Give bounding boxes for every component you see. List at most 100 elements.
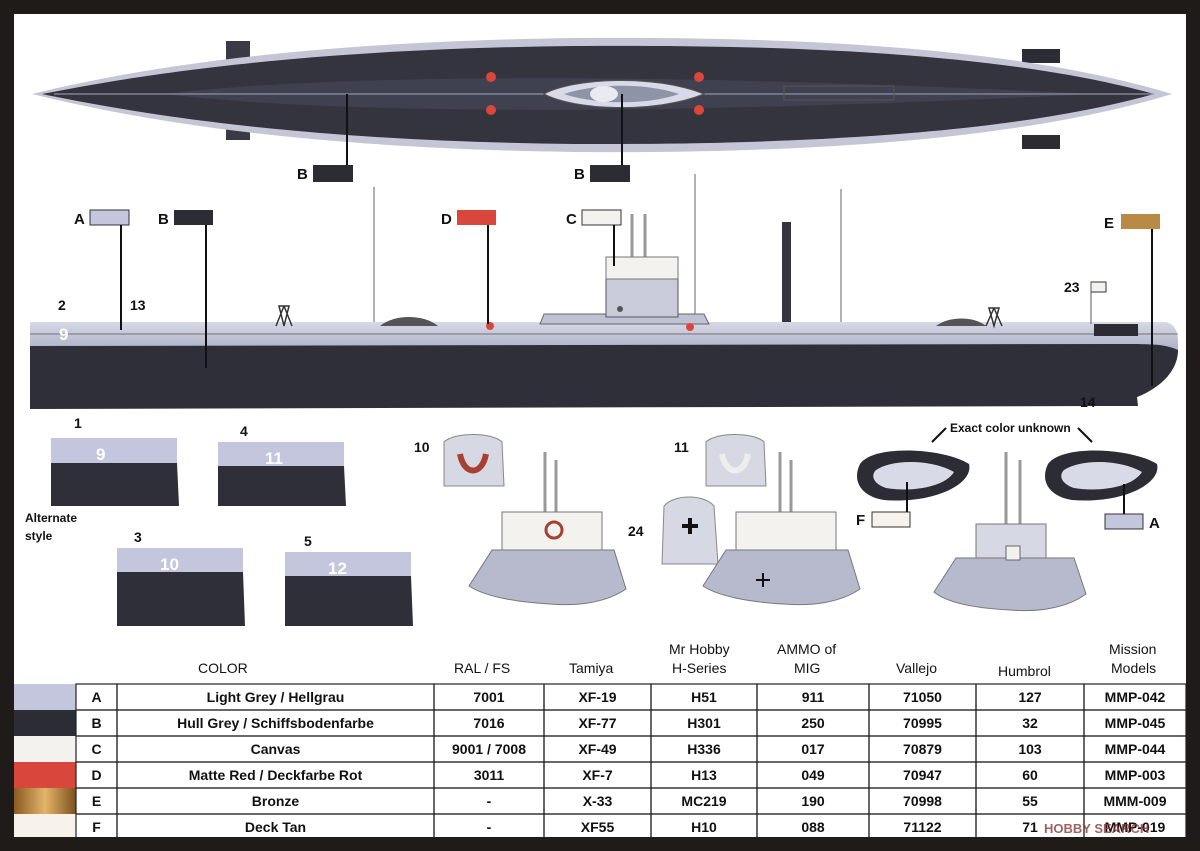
table-cell-humbrol: 103	[1018, 741, 1042, 757]
rudder	[1098, 370, 1138, 406]
table-cell-humbrol: 60	[1022, 767, 1038, 783]
table-cell-ral: 7016	[473, 715, 504, 731]
label-side-a: A	[74, 211, 85, 228]
top-hatch	[590, 86, 618, 102]
table-cell-ammo: 911	[802, 689, 825, 705]
num-10: 10	[414, 439, 430, 455]
swatch-side-b	[174, 210, 213, 225]
table-cell-name: Deck Tan	[245, 819, 306, 835]
red-marker-1	[486, 72, 496, 82]
table-cell-code: C	[91, 741, 101, 757]
side-hull-upper	[30, 322, 1178, 350]
table-cell-ral: -	[487, 819, 492, 835]
swatch-tower-f	[871, 511, 911, 528]
num-23: 23	[1064, 279, 1080, 295]
variant-3: 10 3	[117, 529, 245, 626]
num-11: 11	[674, 439, 689, 455]
table-cell-vallejo: 70879	[903, 741, 942, 757]
top-view: B B	[32, 37, 1172, 183]
detail-10: 10	[414, 434, 505, 487]
header-humbrol: Humbrol	[998, 663, 1051, 679]
num-24: 24	[628, 523, 644, 539]
table-cell-tamiya: XF-77	[578, 715, 616, 731]
table-cell-ammo: 250	[801, 715, 825, 731]
variant-5: 12 5	[285, 533, 413, 626]
table-cell-border	[1083, 813, 1186, 837]
table-cell-vallejo: 71122	[903, 819, 941, 835]
hull-number-main: 9	[59, 325, 68, 344]
bow-plane-bottom	[1022, 135, 1060, 149]
header-mrhobby-1: Mr Hobby	[669, 641, 730, 657]
table-cell-vallejo: 70998	[903, 793, 942, 809]
table-cell-mission: MMM-009	[1103, 793, 1166, 809]
side-view: 9 A B D C E 2 13 23 14	[30, 174, 1178, 410]
table-cell-ral: 7001	[473, 689, 504, 705]
table-cell-tamiya: XF55	[581, 819, 615, 835]
variant-4: 11 4	[218, 423, 346, 506]
table-cell-ral: 3011	[474, 767, 505, 783]
header-tamiya: Tamiya	[569, 660, 614, 676]
table-cell-code: F	[92, 819, 101, 835]
swatch-side-c	[581, 209, 622, 226]
variant-5-number: 12	[328, 559, 347, 578]
table-cell-humbrol: 127	[1018, 689, 1042, 705]
table-cell-mrhobby: H336	[687, 741, 721, 757]
label-top-b1: B	[297, 166, 308, 183]
header-color: COLOR	[198, 660, 248, 676]
variant-1: 9 1	[51, 415, 179, 506]
stern-plane-top	[226, 41, 250, 61]
header-ammo-1: AMMO of	[777, 641, 836, 657]
table-cell-name: Canvas	[251, 741, 301, 757]
alternate-style-line2: style	[25, 529, 53, 543]
exhaust-mast	[782, 222, 791, 329]
header-mission-2: Models	[1111, 660, 1156, 676]
table-cell-code: B	[91, 715, 101, 731]
table-swatch-b	[14, 710, 76, 736]
variant-3-number: 10	[160, 555, 179, 574]
label-side-b: B	[158, 211, 169, 228]
tower-front-2	[702, 452, 861, 606]
table-swatch-d	[14, 762, 76, 788]
table-cell-name: Matte Red / Deckfarbe Rot	[189, 767, 363, 783]
swatch-side-a	[89, 209, 130, 226]
label-tower-a: A	[1149, 515, 1160, 532]
table-cell-ral: 9001 / 7008	[452, 741, 526, 757]
table-cell-mrhobby: H51	[691, 689, 717, 705]
table-cell-humbrol: 32	[1022, 715, 1038, 731]
swatch-side-e	[1121, 214, 1160, 229]
header-mrhobby-2: H-Series	[672, 660, 726, 676]
side-hull-lower	[30, 332, 1178, 409]
red-marker-2	[486, 105, 496, 115]
red-marker-3	[694, 72, 704, 82]
table-cell-humbrol: 55	[1022, 793, 1038, 809]
swatch-tower-a	[1104, 513, 1144, 530]
table-cell-ammo: 017	[801, 741, 825, 757]
table-cell-name: Hull Grey / Schiffsbodenfarbe	[177, 715, 374, 731]
swatch-side-d	[457, 210, 496, 225]
table-cell-mrhobby: H301	[687, 715, 721, 731]
label-top-b2: B	[574, 166, 585, 183]
table-cell-ammo: 088	[801, 819, 825, 835]
table-cell-vallejo: 70995	[903, 715, 942, 731]
num-2: 2	[58, 297, 66, 313]
table-cell-mission: MMP-042	[1105, 689, 1166, 705]
detail-24: 24	[628, 496, 719, 565]
table-cell-vallejo: 71050	[903, 689, 942, 705]
table-swatch-e	[14, 788, 76, 814]
hull-variants: 9 1 11 4 10 3 12 5 Alternate style	[25, 415, 413, 626]
table-cell-mrhobby: MC219	[681, 793, 726, 809]
num-13: 13	[130, 297, 146, 313]
num-14: 14	[1080, 394, 1096, 410]
table-cell-vallejo: 70947	[903, 767, 942, 783]
header-ral: RAL / FS	[454, 660, 510, 676]
table-swatch-f	[14, 814, 76, 837]
red-marker-4	[694, 105, 704, 115]
table-cell-code: D	[91, 767, 101, 783]
num-3: 3	[134, 529, 142, 545]
table-cell-mrhobby: H10	[691, 819, 717, 835]
table-swatch-a	[14, 684, 76, 710]
instruction-sheet: B B 9 A B D	[14, 14, 1186, 837]
bow-plane-side	[1094, 324, 1138, 336]
table-cell-name: Light Grey / Hellgrau	[207, 689, 345, 705]
table-cell-mission: MMP-045	[1105, 715, 1166, 731]
